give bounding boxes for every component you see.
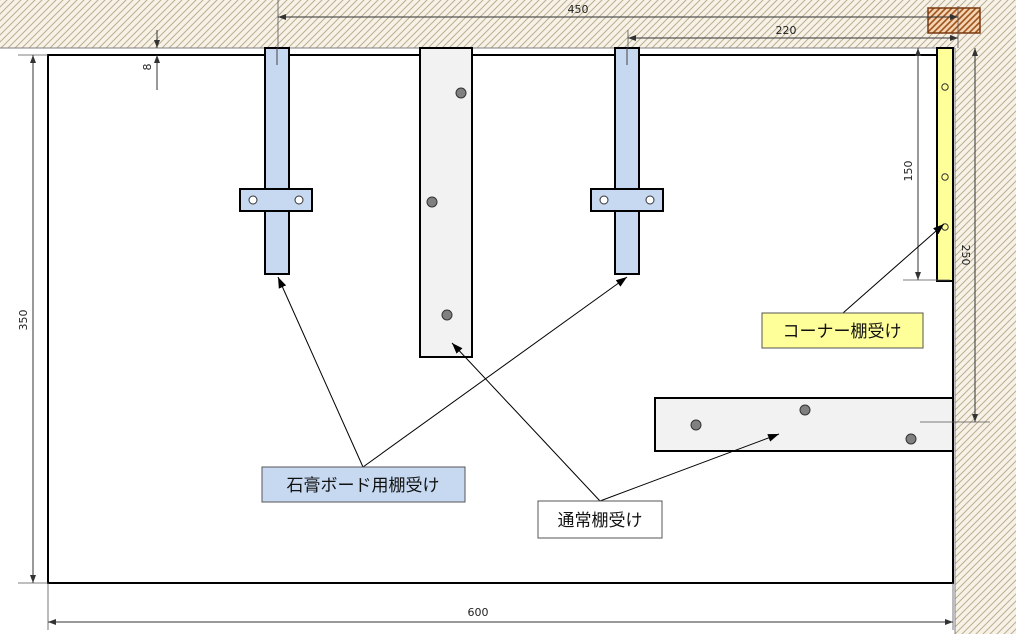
- label-plasterboard-bracket: 石膏ボード用棚受け: [261, 466, 466, 503]
- screw-point: [905, 433, 917, 445]
- leader-arrow: [362, 276, 628, 468]
- label-normal-bracket: 通常棚受け: [537, 500, 663, 539]
- leader-arrow: [842, 223, 945, 314]
- dimension-text: 600: [468, 606, 489, 619]
- plate-hole: [599, 195, 609, 205]
- screw-point: [690, 419, 702, 431]
- wall-right: [955, 0, 1016, 634]
- dimension-text: 220: [776, 24, 797, 37]
- dimension-text: 250: [959, 245, 972, 266]
- plate-hole: [248, 195, 258, 205]
- normal-bracket-vertical: [419, 47, 473, 358]
- bracket-hole: [941, 173, 949, 181]
- dimension-text: 150: [902, 161, 915, 182]
- plasterboard-bracket-right: [590, 47, 664, 275]
- dimension-horizontal-bracket-distance: 250: [920, 48, 990, 423]
- bracket-hole: [941, 83, 949, 91]
- label-box: [537, 500, 663, 539]
- dimension-bracket-distance: 220: [627, 24, 958, 48]
- dimension-wall-gap: 8: [141, 30, 160, 90]
- screw-point: [799, 404, 811, 416]
- corner-bracket: [936, 47, 954, 282]
- leader-arrow: [451, 342, 601, 502]
- label-text: コーナー棚受け: [783, 322, 902, 342]
- dimension-text: 8: [141, 64, 154, 71]
- bracket-mount-plate: [590, 188, 664, 212]
- dimension-corner-length: 150: [902, 48, 950, 281]
- bracket-arm: [264, 47, 290, 275]
- normal-bracket-horizontal: [654, 397, 954, 452]
- label-corner-bracket: コーナー棚受け: [761, 312, 924, 349]
- leader-arrow: [599, 433, 780, 502]
- bracket-mount-plate: [239, 188, 313, 212]
- plate-hole: [294, 195, 304, 205]
- label-text: 通常棚受け: [558, 511, 643, 531]
- bracket-arm: [614, 47, 640, 275]
- dimension-width: 600: [47, 583, 954, 630]
- wall-top: [0, 0, 1016, 48]
- dimension-text: 450: [568, 3, 589, 16]
- screw-point: [426, 196, 438, 208]
- plate-hole: [645, 195, 655, 205]
- label-box: [261, 466, 466, 503]
- bracket-body: [936, 47, 954, 282]
- wall-post-section: [927, 7, 981, 34]
- label-text: 石膏ボード用棚受け: [287, 475, 440, 496]
- plasterboard-bracket-left: [239, 47, 313, 275]
- dimension-plasterboard-distance: 450: [277, 0, 959, 48]
- label-box: [761, 312, 924, 349]
- screw-point: [455, 87, 467, 99]
- dimension-depth: 350: [17, 54, 48, 584]
- screw-point: [441, 309, 453, 321]
- dimension-text: 350: [17, 310, 30, 331]
- leader-arrow: [277, 276, 364, 468]
